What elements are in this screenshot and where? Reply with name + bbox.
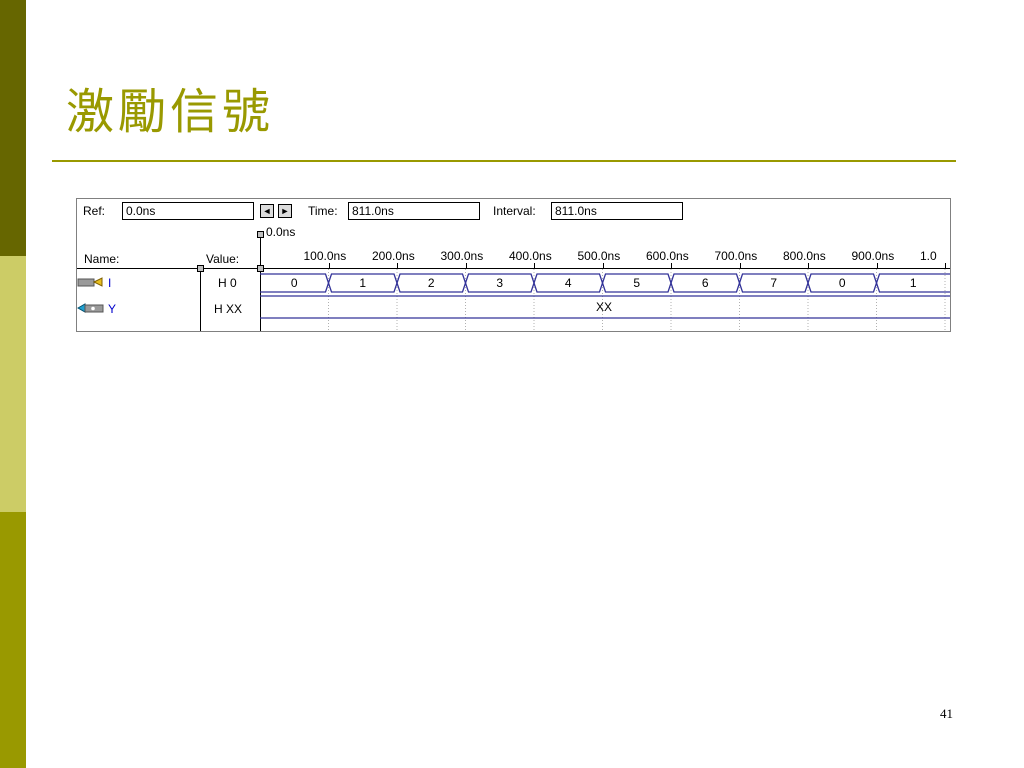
bus-edge-top — [260, 273, 330, 284]
cursor-time-label: 0.0ns — [266, 225, 296, 239]
time-tick-label: 200.0ns — [372, 249, 415, 263]
time-tick-mark — [602, 263, 604, 268]
name-value-divider[interactable] — [200, 268, 201, 331]
bus-edge-top — [533, 273, 604, 284]
bus-edge-top — [738, 273, 809, 284]
signal-name[interactable]: Y — [108, 302, 117, 316]
bus-value-label: 0 — [291, 276, 298, 290]
time-tick-mark — [397, 263, 398, 268]
divider-handle[interactable] — [197, 265, 204, 272]
slide-stripe-light — [0, 256, 26, 512]
bus-value-label: 1 — [359, 276, 366, 290]
bus-edge-top — [807, 273, 878, 284]
bus-value-label: 3 — [496, 276, 503, 290]
time-tick-label: 600.0ns — [646, 249, 689, 263]
page-number: 41 — [940, 706, 953, 721]
bus-edge-bottom — [738, 282, 809, 293]
time-tick-label: 1.0 — [920, 249, 937, 263]
bus-edge-top — [875, 273, 950, 284]
bus-value-label: 4 — [565, 276, 572, 290]
time-tick-mark — [328, 263, 330, 268]
slide-stripe-dark — [0, 0, 26, 256]
cursor-handle-header[interactable] — [257, 265, 264, 272]
bus-edge-top — [464, 273, 535, 284]
time-tick-mark — [534, 263, 535, 268]
time-field[interactable]: 811.0ns — [348, 202, 480, 220]
time-cursor-line[interactable] — [260, 235, 261, 331]
bus-edge-top — [396, 273, 467, 284]
ref-field[interactable]: 0.0ns — [122, 202, 254, 220]
time-tick-label: 500.0ns — [577, 249, 621, 263]
bus-value-label: 7 — [770, 276, 777, 290]
time-tick-label: 100.0ns — [303, 249, 347, 263]
bus-value-label: 0 — [839, 276, 846, 290]
interval-label: Interval: — [493, 204, 536, 218]
time-tick-label: 900.0ns — [851, 249, 895, 263]
signal-name[interactable]: I — [108, 276, 112, 290]
time-tick-mark — [465, 263, 467, 268]
waveform-editor: Ref: 0.0ns ◄ ► Time: 811.0ns Interval: 8… — [76, 198, 951, 332]
bus-edge-bottom — [670, 282, 741, 293]
time-tick-mark — [808, 263, 809, 268]
slide-title: 激勵信號 — [66, 84, 275, 140]
bus-edge-bottom — [601, 282, 672, 293]
left-arrow-icon[interactable]: ◄ — [260, 204, 274, 218]
bus-edge-top — [327, 273, 398, 284]
bus-edge-bottom — [396, 282, 467, 293]
bus-edge-top — [670, 273, 741, 284]
bus-value-label: 5 — [633, 276, 640, 290]
input-pin-icon — [77, 277, 103, 287]
time-tick-label: 700.0ns — [714, 249, 758, 263]
bus-value-label: 6 — [702, 276, 709, 290]
slide-stripe-mid — [0, 512, 26, 768]
bus-edge-bottom — [807, 282, 878, 293]
time-tick-label: 800.0ns — [783, 249, 826, 263]
time-tick-label: 400.0ns — [509, 249, 552, 263]
time-tick-label: 300.0ns — [440, 249, 484, 263]
signal-value: H 0 — [218, 276, 237, 290]
bus-edge-bottom — [875, 282, 950, 293]
bus-edge-bottom — [260, 282, 330, 293]
title-rule — [52, 160, 956, 162]
signal-value: H XX — [214, 302, 243, 316]
output-pin-icon — [77, 303, 104, 313]
ref-label: Ref: — [83, 204, 106, 218]
cursor-handle-top[interactable] — [257, 231, 264, 238]
bus-edge-bottom — [327, 282, 398, 293]
time-tick-mark — [671, 263, 672, 268]
time-tick-mark — [876, 263, 878, 268]
bus-edge-bottom — [464, 282, 535, 293]
waveform-area[interactable]: 0 1 2 3 4 5 6 7 0 1XX — [77, 199, 950, 331]
value-column-header: Value: — [206, 252, 240, 266]
time-tick-mark — [945, 263, 946, 268]
name-column-header: Name: — [84, 252, 120, 266]
bus-value-label: 1 — [910, 276, 917, 290]
bus-value-label: 2 — [428, 276, 435, 290]
bus-value-label: XX — [596, 300, 612, 314]
time-label: Time: — [308, 204, 338, 218]
interval-field[interactable]: 811.0ns — [551, 202, 683, 220]
time-tick-mark — [739, 263, 741, 268]
right-arrow-icon[interactable]: ► — [278, 204, 292, 218]
bus-edge-bottom — [533, 282, 604, 293]
header-divider — [77, 268, 950, 269]
bus-edge-top — [601, 273, 672, 284]
